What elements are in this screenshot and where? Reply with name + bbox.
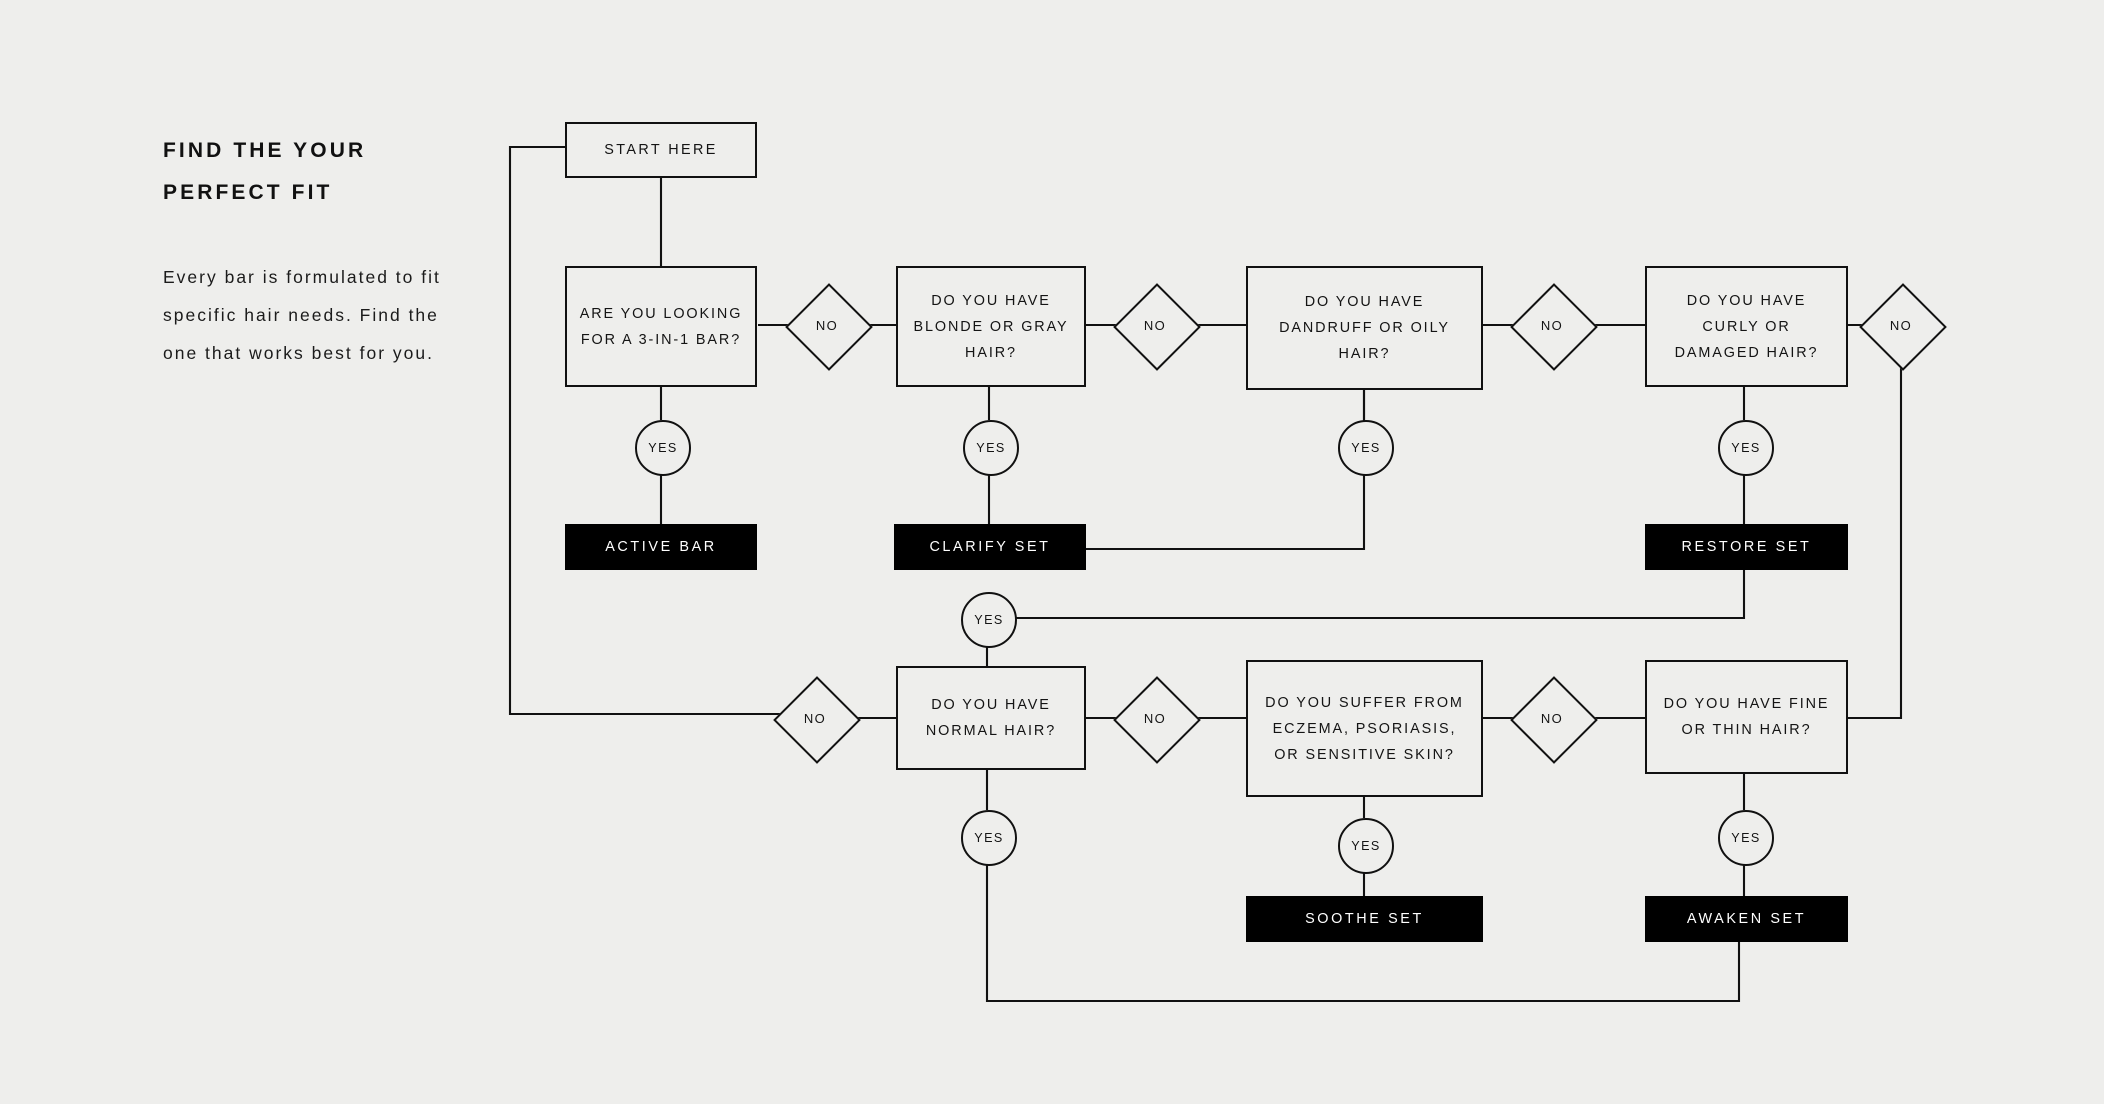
node-question-three-in-one-label: Are you looking for a 3-in-1 bar? bbox=[579, 305, 743, 348]
node-question-dandruff-oily[interactable]: Do you have dandruff or oily hair? bbox=[1246, 266, 1483, 390]
node-question-fine-thin[interactable]: Do you have fine or thin hair? bbox=[1645, 660, 1848, 774]
node-start[interactable]: Start here bbox=[565, 122, 757, 178]
branch-yes-blonde-gray[interactable]: YES bbox=[963, 420, 1019, 476]
product-awaken-set-label: Awaken Set bbox=[1686, 911, 1807, 927]
node-question-normal-hair[interactable]: Do you have normal hair? bbox=[896, 666, 1086, 770]
product-clarify-set-label: Clarify Set bbox=[929, 539, 1051, 555]
branch-yes-dandruff-oily[interactable]: YES bbox=[1338, 420, 1394, 476]
branch-yes-eczema[interactable]: YES bbox=[1338, 818, 1394, 874]
product-soothe-set-label: Soothe Set bbox=[1305, 911, 1424, 927]
node-question-blonde-gray[interactable]: Do you have blonde or gray hair? bbox=[896, 266, 1086, 387]
product-awaken-set[interactable]: Awaken Set bbox=[1645, 896, 1848, 942]
page-title: Find the your perfect fit bbox=[163, 139, 367, 204]
intro-description: Every bar is formulated to fit specific … bbox=[163, 267, 441, 363]
intro-block: Find the your perfect fit Every bar is f… bbox=[163, 130, 463, 372]
node-question-three-in-one[interactable]: Are you looking for a 3-in-1 bar? bbox=[565, 266, 757, 387]
node-question-dandruff-oily-label: Do you have dandruff or oily hair? bbox=[1279, 294, 1450, 362]
product-clarify-set[interactable]: Clarify Set bbox=[894, 524, 1086, 570]
node-start-label: Start here bbox=[604, 142, 718, 158]
branch-yes-fine-thin[interactable]: YES bbox=[1718, 810, 1774, 866]
branch-yes-curly-damaged[interactable]: YES bbox=[1718, 420, 1774, 476]
product-active-bar-label: Active Bar bbox=[605, 539, 717, 555]
node-question-fine-thin-label: Do you have fine or thin hair? bbox=[1663, 696, 1830, 738]
node-question-curly-damaged-label: Do you have curly or damaged hair? bbox=[1674, 292, 1819, 361]
branch-yes-restore-loop[interactable]: YES bbox=[961, 592, 1017, 648]
branch-yes-three-in-one[interactable]: YES bbox=[635, 420, 691, 476]
node-question-blonde-gray-label: Do you have blonde or gray hair? bbox=[913, 292, 1069, 361]
node-question-eczema[interactable]: Do you suffer from eczema, psoriasis, or… bbox=[1246, 660, 1483, 797]
node-question-normal-hair-label: Do you have normal hair? bbox=[925, 697, 1057, 739]
product-soothe-set[interactable]: Soothe Set bbox=[1246, 896, 1483, 942]
branch-yes-normal-hair[interactable]: YES bbox=[961, 810, 1017, 866]
node-question-curly-damaged[interactable]: Do you have curly or damaged hair? bbox=[1645, 266, 1848, 387]
product-restore-set-label: Restore Set bbox=[1681, 539, 1812, 555]
node-question-eczema-label: Do you suffer from eczema, psoriasis, or… bbox=[1265, 694, 1464, 763]
product-active-bar[interactable]: Active Bar bbox=[565, 524, 757, 570]
product-restore-set[interactable]: Restore Set bbox=[1645, 524, 1848, 570]
